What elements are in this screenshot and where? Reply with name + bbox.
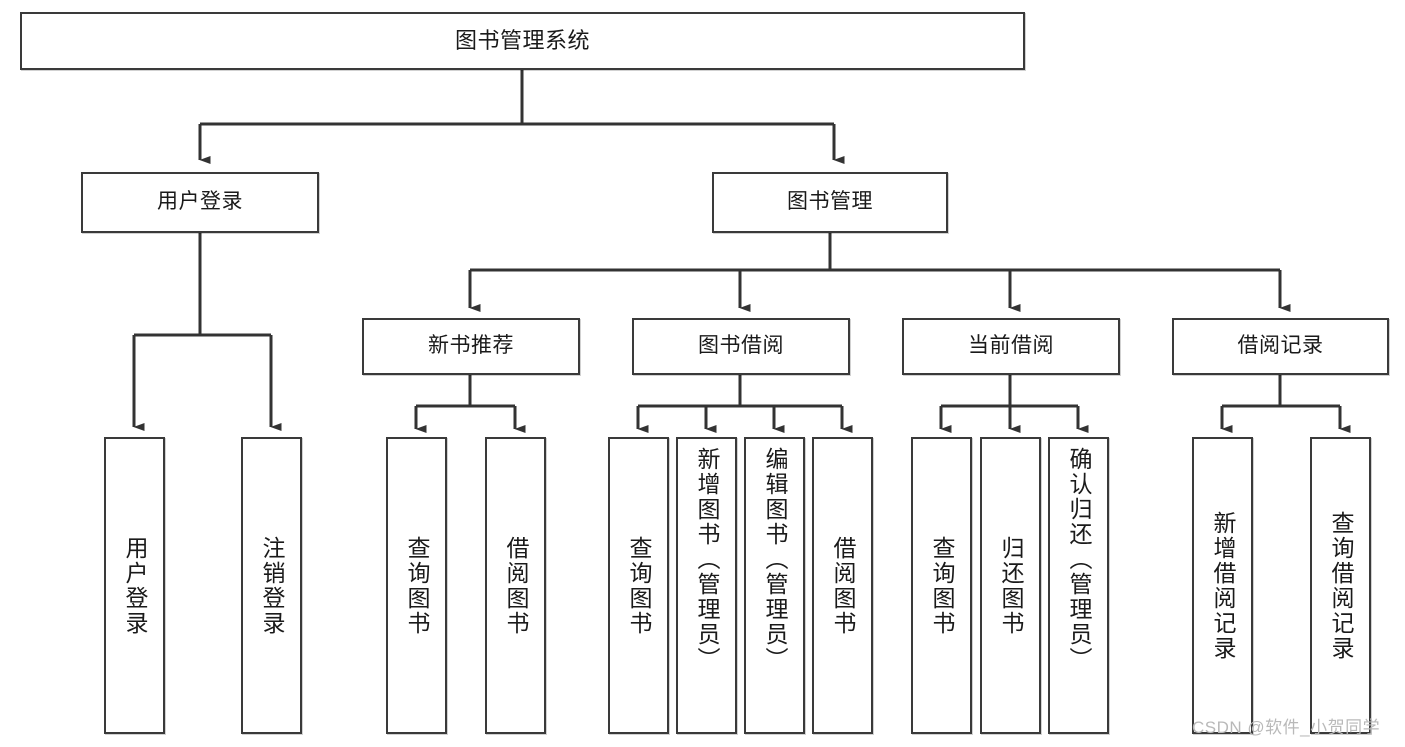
node-root[interactable]: 图书管理系统 [20, 12, 1025, 70]
node-leaf-query-record-label: 查询借阅记录 [1328, 510, 1354, 661]
node-new-book-rec-label: 新书推荐 [428, 334, 514, 358]
node-leaf-query-book-2[interactable]: 查询图书 [608, 437, 669, 734]
node-borrow-record-label: 借阅记录 [1237, 334, 1324, 358]
node-user-login-label: 用户登录 [157, 190, 243, 214]
node-leaf-confirm-return[interactable]: 确认归还（管理员） [1048, 437, 1109, 734]
node-leaf-user-login-label: 用户登录 [122, 535, 148, 636]
node-leaf-add-record-label: 新增借阅记录 [1210, 510, 1236, 661]
node-leaf-edit-book-label: 编辑图书（管理员） [762, 447, 788, 672]
node-leaf-logout[interactable]: 注销登录 [241, 437, 302, 734]
watermark-text: CSDN @软件_小贺同学 [1192, 718, 1381, 737]
node-leaf-confirm-return-label: 确认归还（管理员） [1066, 447, 1092, 672]
node-leaf-add-book[interactable]: 新增图书（管理员） [676, 437, 737, 734]
node-leaf-query-book-1-label: 查询图书 [404, 535, 430, 636]
node-leaf-borrow-book-1-label: 借阅图书 [503, 535, 529, 636]
node-leaf-return-book-label: 归还图书 [998, 535, 1024, 636]
node-root-label: 图书管理系统 [454, 28, 590, 54]
node-leaf-add-book-label: 新增图书（管理员） [694, 447, 720, 672]
node-leaf-add-record[interactable]: 新增借阅记录 [1192, 437, 1253, 734]
node-leaf-borrow-book-1[interactable]: 借阅图书 [485, 437, 546, 734]
node-leaf-borrow-book-2[interactable]: 借阅图书 [812, 437, 873, 734]
node-leaf-query-book-3-label: 查询图书 [929, 535, 955, 636]
node-book-manage[interactable]: 图书管理 [712, 172, 948, 233]
node-current-borrow[interactable]: 当前借阅 [902, 318, 1120, 375]
node-leaf-query-book-3[interactable]: 查询图书 [911, 437, 972, 734]
node-leaf-query-record[interactable]: 查询借阅记录 [1310, 437, 1371, 734]
node-leaf-query-book-1[interactable]: 查询图书 [386, 437, 447, 734]
node-current-borrow-label: 当前借阅 [968, 334, 1054, 358]
node-user-login[interactable]: 用户登录 [81, 172, 319, 233]
node-leaf-return-book[interactable]: 归还图书 [980, 437, 1041, 734]
node-book-manage-label: 图书管理 [787, 190, 873, 214]
node-leaf-logout-label: 注销登录 [259, 535, 285, 636]
node-new-book-rec[interactable]: 新书推荐 [362, 318, 580, 375]
node-leaf-borrow-book-2-label: 借阅图书 [830, 535, 856, 636]
node-book-borrow-label: 图书借阅 [698, 334, 784, 358]
node-book-borrow[interactable]: 图书借阅 [632, 318, 850, 375]
node-borrow-record[interactable]: 借阅记录 [1172, 318, 1389, 375]
node-leaf-edit-book[interactable]: 编辑图书（管理员） [744, 437, 805, 734]
node-leaf-user-login[interactable]: 用户登录 [104, 437, 165, 734]
node-leaf-query-book-2-label: 查询图书 [626, 535, 652, 636]
